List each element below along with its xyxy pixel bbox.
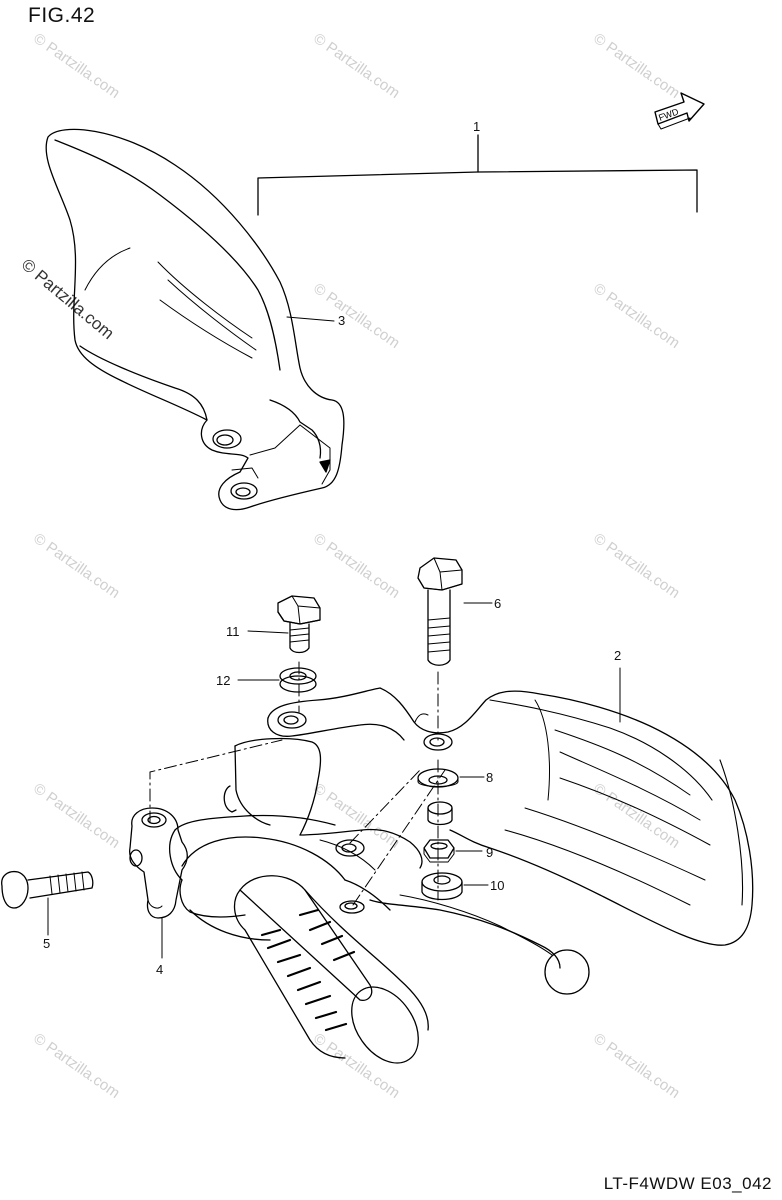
spacer [427, 801, 453, 826]
callout-10: 10 [490, 878, 505, 893]
washer-12 [279, 667, 317, 693]
throttle-housing [189, 879, 391, 941]
callout-8: 8 [486, 770, 494, 785]
assembly-lines [149, 661, 446, 906]
callout-11: 11 [226, 624, 240, 639]
figure-title: FIG.42 [28, 4, 96, 27]
fwd-arrow-icon: FWD [654, 92, 705, 130]
callout-9: 9 [486, 845, 494, 860]
clamp-body [129, 807, 188, 919]
callout-3: 3 [338, 313, 346, 328]
callout-12: 12 [216, 673, 231, 688]
callout-6: 6 [494, 596, 502, 611]
lever-knob [544, 949, 590, 995]
callout-1: 1 [473, 119, 481, 134]
lever-bracket [169, 737, 561, 969]
callout-5: 5 [43, 936, 51, 951]
hand-guard-lower [267, 687, 754, 946]
nut-10 [421, 872, 463, 901]
bolt-5 [1, 870, 94, 909]
callout-2: 2 [614, 648, 622, 663]
bolt-6 [417, 557, 463, 666]
diagram-code: LT-F4WDW E03_042 [603, 1174, 772, 1193]
nut-9 [423, 839, 455, 863]
assembly-bracket-1 [257, 134, 698, 216]
callout-4: 4 [156, 962, 164, 977]
grip [233, 875, 429, 1064]
bolt-11 [277, 595, 321, 654]
hand-guard-upper [45, 128, 345, 511]
